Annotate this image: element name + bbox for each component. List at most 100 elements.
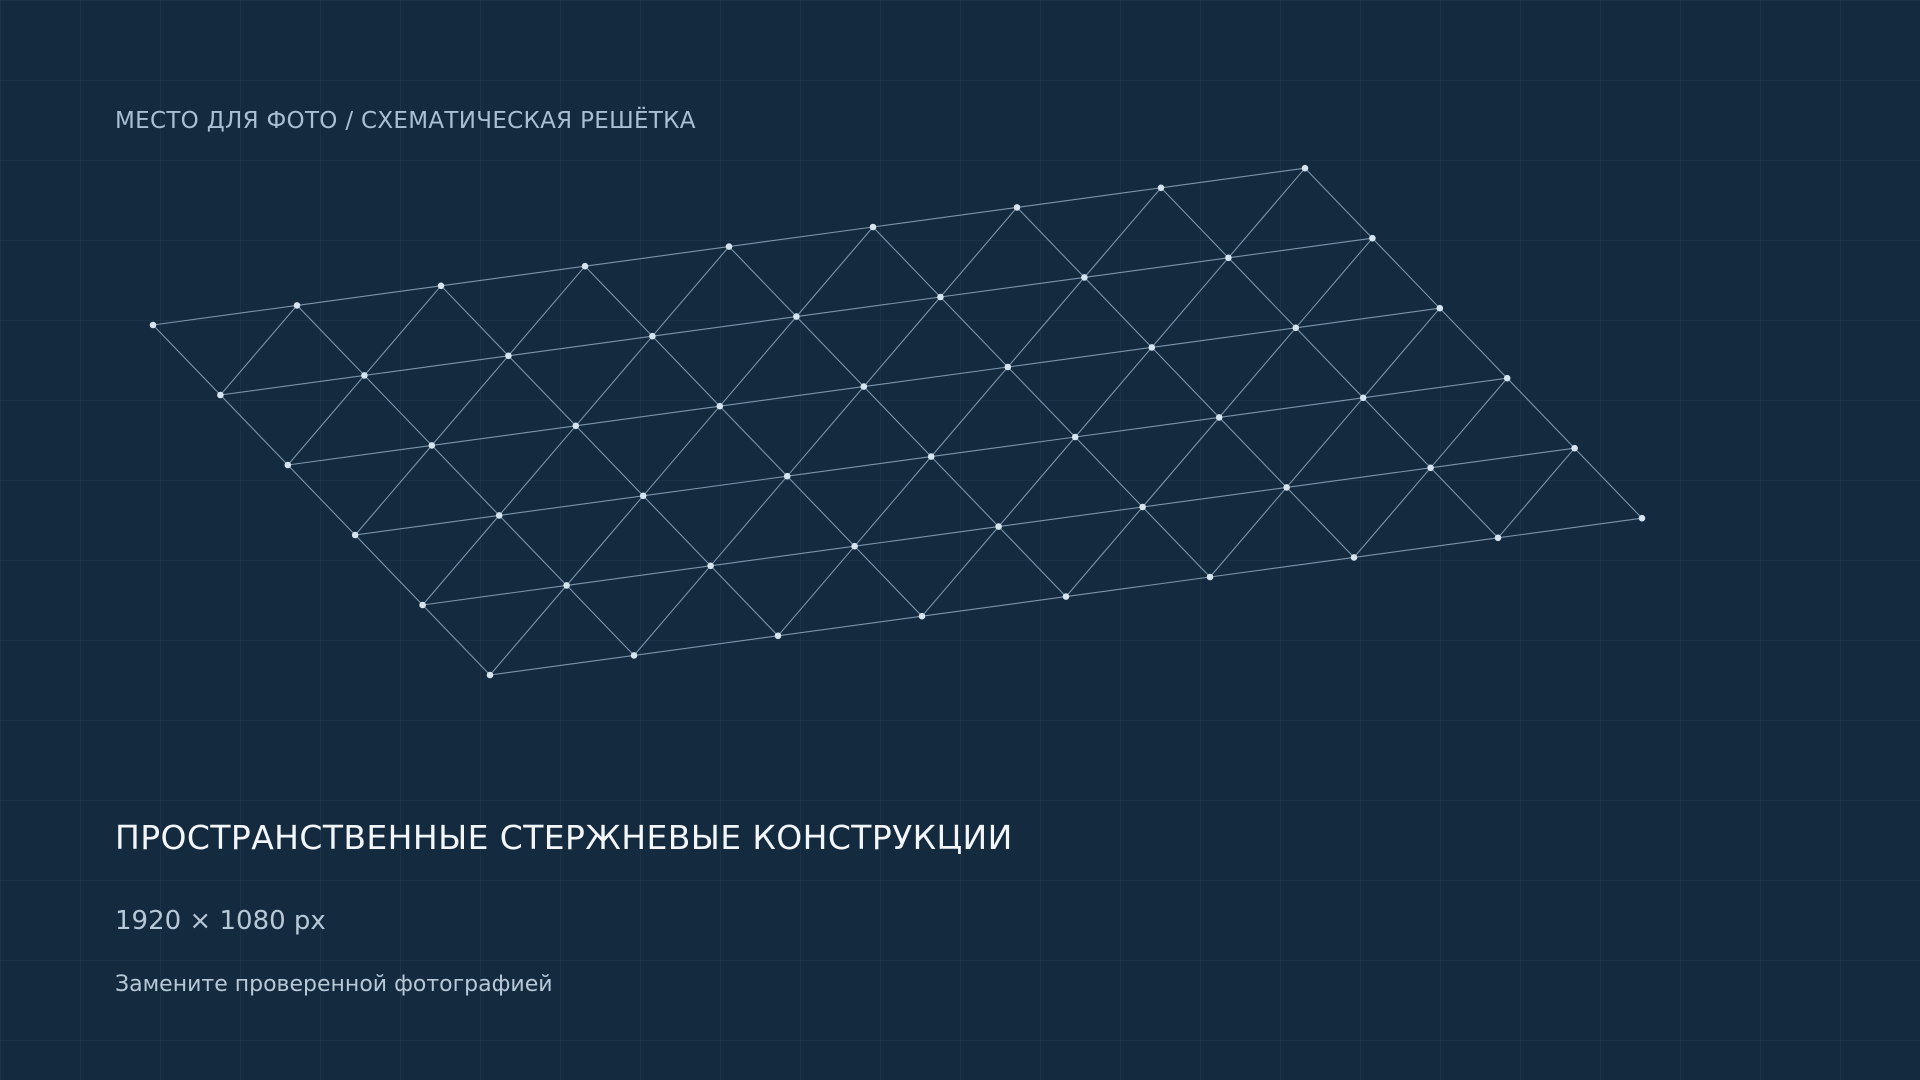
lattice-node: [937, 293, 944, 301]
lattice-chord: [1160, 167, 1306, 189]
lattice-chord: [863, 366, 1008, 388]
lattice-diagonal: [354, 445, 433, 536]
lattice-chord: [1084, 257, 1229, 278]
lattice-chord: [940, 276, 1085, 298]
lattice-strut: [584, 265, 653, 337]
lattice-node: [284, 461, 292, 469]
lattice-node: [1062, 593, 1070, 600]
lattice-chord: [1151, 327, 1296, 348]
lattice-diagonal: [642, 405, 721, 497]
page-title: ПРОСТРАНСТВЕННЫЕ СТЕРЖНЕВЫЕ КОНСТРУКЦИИ: [115, 818, 1013, 857]
lattice-strut: [287, 464, 356, 536]
lattice-diagonal: [1209, 487, 1288, 578]
lattice-chord: [489, 654, 635, 676]
lattice-chord: [152, 304, 298, 326]
lattice-node: [851, 542, 858, 550]
lattice-chord: [1209, 556, 1355, 578]
lattice-node: [1071, 433, 1079, 441]
replace-photo-note: Замените проверенной фотографией: [115, 972, 553, 997]
lattice-chord: [719, 386, 864, 407]
lattice-chord: [931, 436, 1076, 458]
lattice-node: [149, 321, 157, 329]
lattice-diagonal: [795, 226, 874, 317]
lattice-chord: [1065, 576, 1211, 598]
lattice-node: [639, 492, 647, 500]
lattice-diagonal: [863, 296, 941, 387]
lattice-chord: [440, 265, 586, 287]
lattice-node: [1359, 394, 1367, 402]
lattice-node: [1081, 274, 1088, 281]
lattice-strut: [1218, 417, 1287, 488]
lattice-strut: [1372, 237, 1441, 309]
lattice-node: [572, 422, 580, 430]
lattice-strut: [1362, 397, 1431, 469]
lattice-strut: [422, 604, 491, 676]
lattice-node: [793, 313, 800, 320]
lattice-strut: [1286, 487, 1355, 558]
lattice-strut: [710, 565, 779, 637]
lattice-diagonal: [786, 386, 865, 477]
lattice-strut: [719, 405, 788, 477]
lattice-node: [563, 582, 570, 589]
lattice-diagonal: [1497, 447, 1576, 539]
lattice-node: [725, 243, 733, 250]
lattice-diagonal: [1007, 277, 1085, 368]
lattice-chord: [584, 246, 730, 267]
lattice-strut: [354, 534, 423, 606]
lattice-chord: [508, 335, 653, 357]
lattice-chord: [796, 296, 941, 318]
lattice-strut: [296, 305, 365, 376]
lattice-diagonal: [287, 375, 365, 466]
lattice-chord: [355, 514, 500, 536]
lattice-strut: [508, 355, 577, 427]
lattice-chord: [998, 506, 1143, 528]
lattice-chord: [1142, 486, 1287, 508]
lattice-diagonal: [1074, 347, 1153, 438]
lattice-chord: [1219, 397, 1364, 418]
lattice-strut: [1016, 207, 1085, 278]
lattice-chord: [728, 226, 874, 248]
lattice-chord: [1353, 537, 1499, 558]
lattice-strut: [152, 324, 221, 396]
lattice-diagonal: [719, 316, 797, 407]
lattice-node: [1503, 374, 1511, 382]
photo-placeholder-caption: МЕСТО ДЛЯ ФОТО / СХЕМАТИЧЕСКАЯ РЕШЁТКА: [115, 108, 696, 134]
lattice-node: [1148, 344, 1156, 351]
lattice-chord: [422, 584, 567, 606]
lattice-strut: [652, 335, 721, 407]
lattice-node: [927, 453, 935, 460]
lattice-diagonal: [854, 456, 932, 547]
lattice-chord: [364, 355, 509, 376]
lattice-chord: [1228, 237, 1373, 259]
lattice-strut: [1074, 436, 1143, 508]
lattice-node: [1292, 324, 1300, 332]
lattice-chord: [287, 444, 432, 466]
lattice-chord: [1075, 416, 1220, 438]
lattice-node: [783, 472, 791, 480]
lattice-chord: [1286, 467, 1431, 488]
lattice-strut: [1430, 467, 1499, 539]
lattice-diagonal: [1286, 397, 1364, 488]
lattice-diagonal: [921, 526, 1000, 617]
lattice-diagonal: [1151, 257, 1229, 348]
lattice-chord: [575, 405, 720, 427]
lattice-node: [1427, 464, 1434, 472]
lattice-diagonal: [1295, 237, 1373, 329]
lattice-strut: [220, 394, 289, 466]
lattice-node: [217, 391, 224, 399]
lattice-node: [1350, 554, 1358, 561]
lattice-chord: [431, 425, 576, 446]
lattice-strut: [854, 545, 923, 617]
lattice-node: [428, 442, 436, 449]
lattice-chord: [566, 565, 711, 586]
lattice-strut: [728, 246, 797, 317]
lattice-diagonal: [930, 366, 1009, 457]
lattice-diagonal: [507, 265, 586, 357]
lattice-node: [630, 652, 638, 659]
lattice-strut: [498, 515, 567, 586]
lattice-chord: [710, 545, 855, 567]
lattice-diagonal: [939, 207, 1018, 298]
lattice-node: [486, 671, 494, 679]
